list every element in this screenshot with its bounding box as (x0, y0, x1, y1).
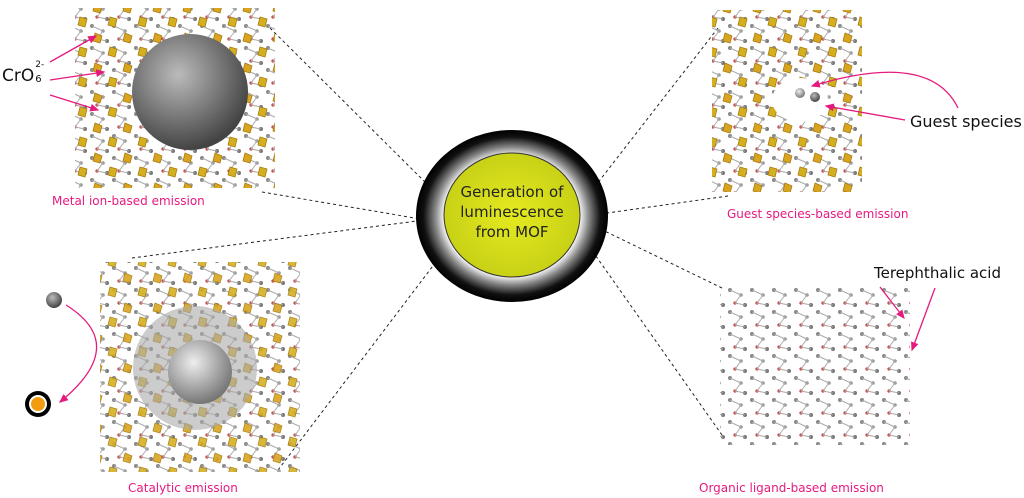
guest-species-label: Guest species (910, 112, 1022, 131)
mof-structure-metal-ion (75, 8, 275, 188)
label-catalytic-emission: Catalytic emission (128, 481, 238, 495)
center-line-2: luminescence (460, 203, 564, 221)
reactant-particle-icon (46, 292, 62, 308)
label-organic-ligand-emission: Organic ligand-based emission (699, 481, 884, 495)
center-line-1: Generation of (460, 183, 564, 201)
terephthalic-acid-label: Terephthalic acid (874, 264, 1001, 282)
pointer-arrows (49, 35, 959, 352)
center-line-3: from MOF (475, 223, 549, 241)
mof-structure-organic (720, 285, 910, 445)
luminescence-core (443, 152, 581, 278)
label-guest-emission: Guest species-based emission (727, 207, 909, 221)
label-metal-ion-emission: Metal ion-based emission (52, 194, 205, 208)
connector-lines (131, 27, 729, 471)
mof-structure-guest (712, 10, 862, 192)
center-title: Generation of luminescence from MOF (447, 182, 577, 242)
mof-structure-catalytic (100, 262, 300, 472)
